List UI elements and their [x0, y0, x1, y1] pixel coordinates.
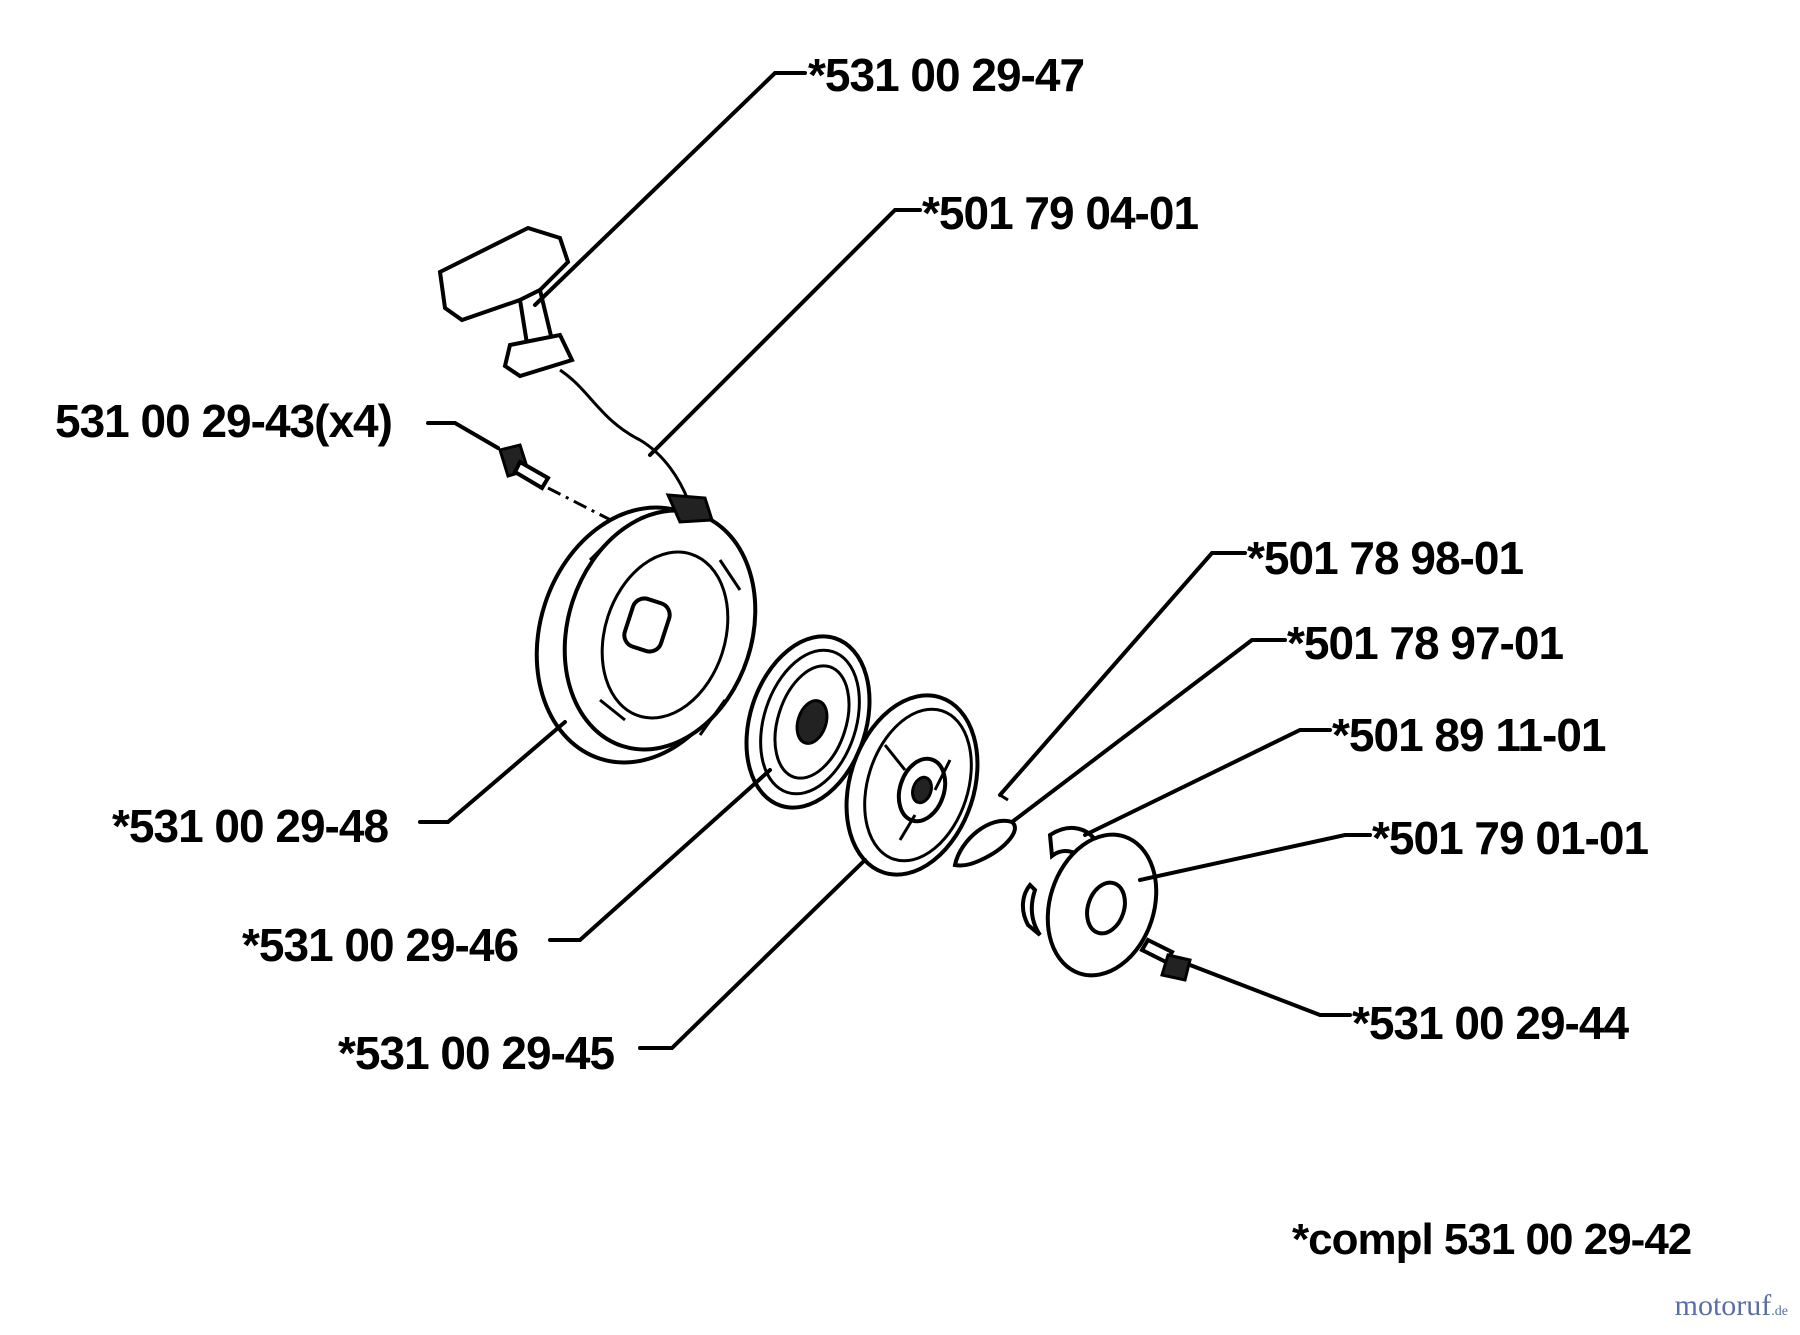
label-spring: *531 00 29-46: [242, 919, 519, 971]
label-rope: *501 79 04-01: [922, 187, 1199, 239]
label-handle: *531 00 29-47: [808, 49, 1085, 101]
rope-pulley: [844, 693, 980, 877]
watermark-suffix: .de: [1771, 1304, 1788, 1319]
label-pulley: *531 00 29-45: [338, 1027, 615, 1079]
pawl-part: [952, 818, 1017, 868]
starter-housing: [534, 493, 758, 765]
recoil-spring: [744, 634, 872, 810]
label-pawl-spring: *501 78 98-01: [1247, 532, 1524, 584]
label-washer: *501 79 01-01: [1372, 812, 1649, 864]
watermark-text: motoruf: [1674, 1289, 1772, 1322]
label-pawl: *501 78 97-01: [1287, 617, 1564, 669]
center-screw-part: [1139, 937, 1192, 982]
starter-rope: [559, 368, 690, 501]
label-housing: *531 00 29-48: [112, 800, 389, 852]
leader-lines: [418, 71, 1372, 1050]
washer-part: [1045, 832, 1159, 978]
housing-screw: [498, 443, 551, 491]
screw-axis-line: [547, 486, 641, 537]
label-pawl-guide: *501 89 11-01: [1332, 709, 1606, 761]
label-center-screw: *531 00 29-44: [1352, 997, 1629, 1049]
starter-handle: [437, 225, 575, 379]
watermark-logo: motoruf.de: [1675, 1291, 1788, 1321]
label-screws: 531 00 29-43(x4): [55, 395, 393, 447]
label-complete-assembly: *compl 531 00 29-42: [1292, 1215, 1692, 1264]
